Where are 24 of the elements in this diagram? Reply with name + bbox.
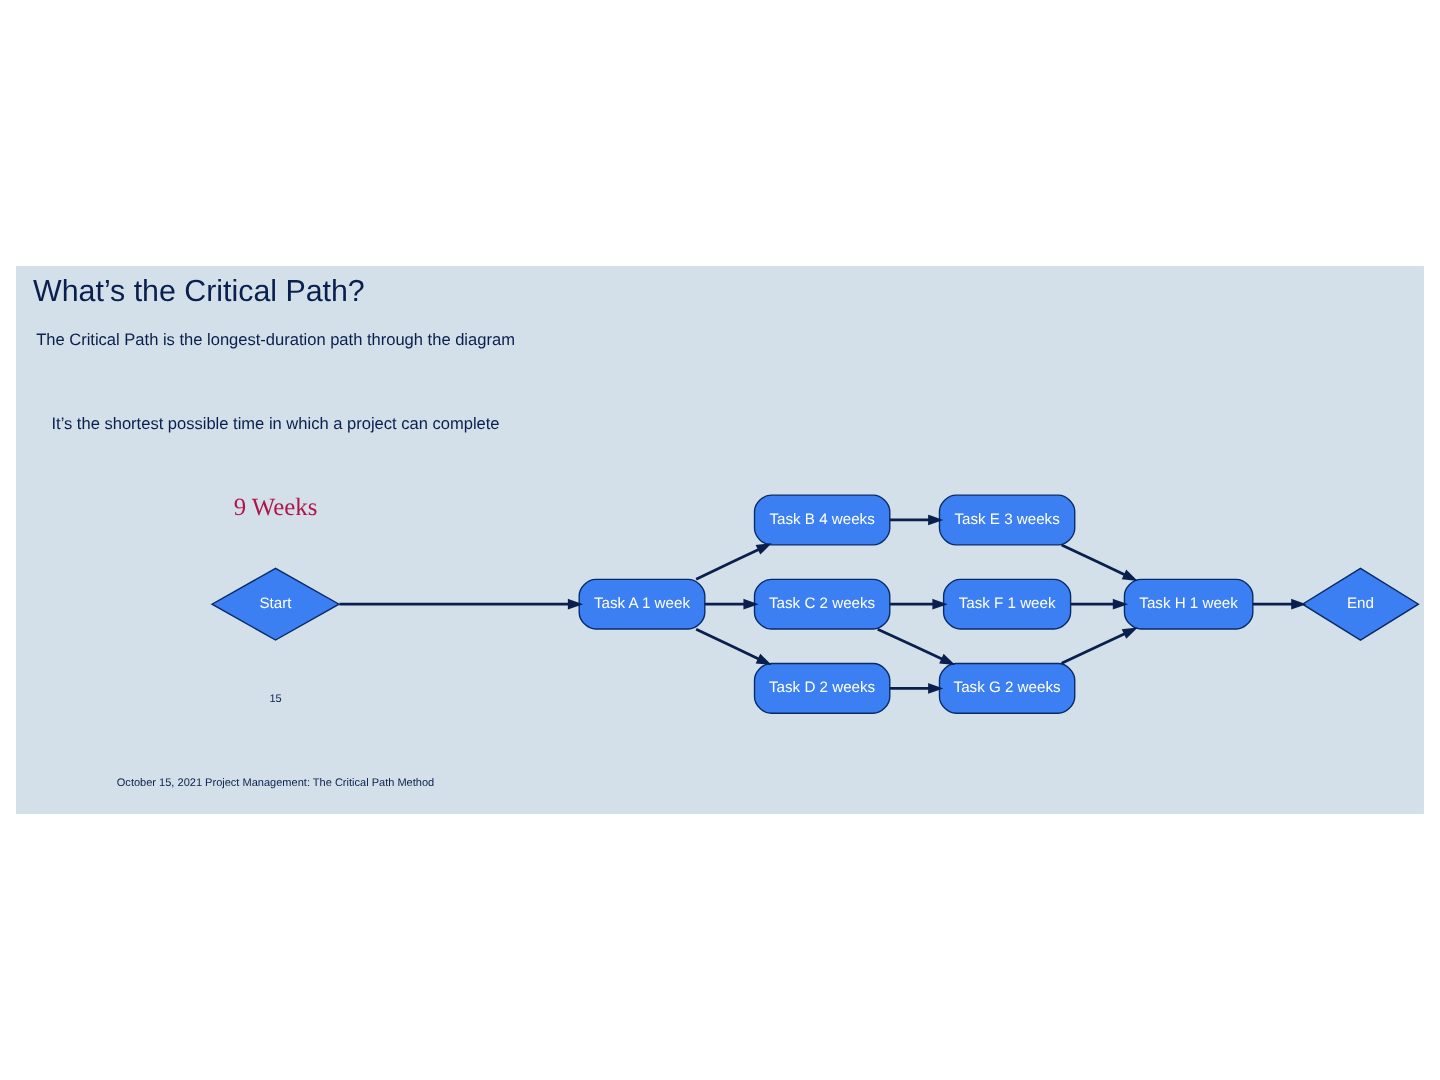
arrow — [889, 514, 944, 526]
arrow — [1061, 627, 1138, 665]
node-diamond: Start — [210, 567, 341, 641]
node-box: Task G 2 weeks — [938, 662, 1076, 714]
node-diamond: End — [1301, 567, 1420, 641]
node-box: Task B 4 weeks — [753, 494, 891, 546]
arrow — [1071, 598, 1129, 610]
arrow — [889, 683, 944, 694]
arrow — [339, 598, 584, 610]
arrow — [695, 543, 772, 581]
node-box: Task H 1 week — [1123, 578, 1254, 630]
node-box: Task D 2 weeks — [753, 662, 891, 714]
node-box: Task C 2 weeks — [753, 578, 891, 630]
label: 9 Weeks — [233, 493, 318, 522]
arrow — [1252, 598, 1307, 610]
node-box: Task E 3 weeks — [938, 494, 1076, 546]
arrow — [877, 627, 956, 666]
arrow — [695, 628, 772, 666]
arrow — [889, 598, 948, 610]
node-box: Task A 1 week — [578, 578, 706, 630]
diagram-title: What’s the Critical Path? — [33, 275, 365, 310]
arrow — [1061, 543, 1138, 581]
node-box: Task F 1 week — [942, 578, 1072, 630]
arrow — [704, 598, 759, 610]
